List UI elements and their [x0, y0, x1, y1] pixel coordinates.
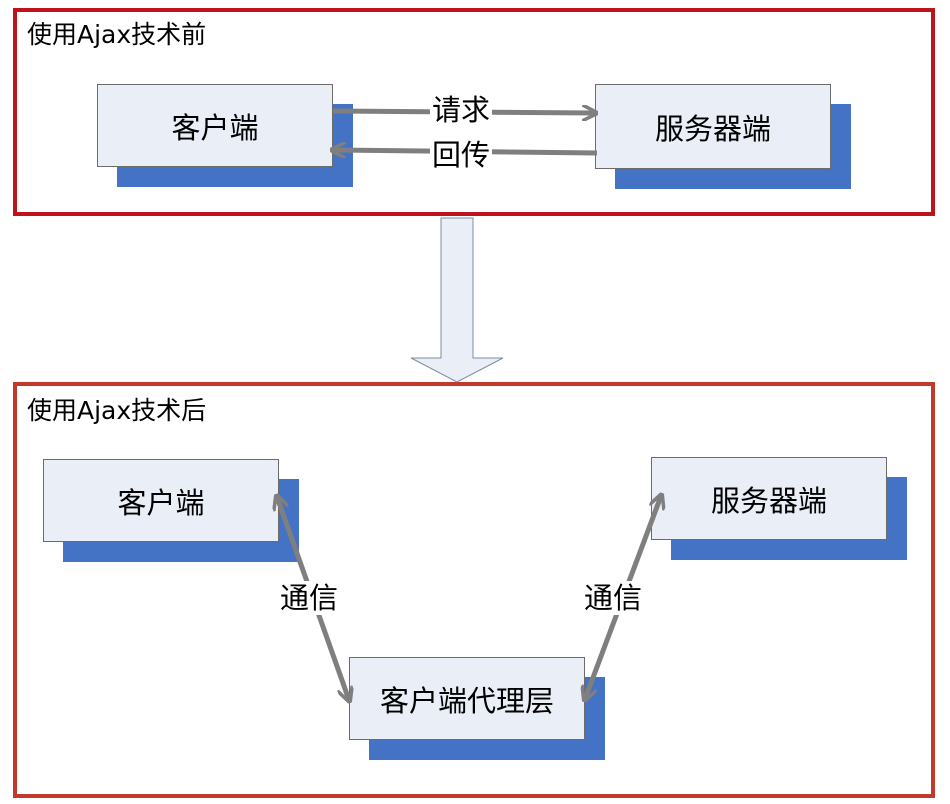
before-server-box: 服务器端 — [595, 84, 831, 169]
after-proxy-box: 客户端代理层 — [349, 657, 585, 740]
request-label: 请求 — [430, 93, 493, 127]
transition-down-arrow — [410, 217, 504, 383]
comm-left-label: 通信 — [278, 581, 341, 615]
comm-right-label: 通信 — [582, 581, 645, 615]
after-server-box: 服务器端 — [651, 457, 887, 540]
panel-before-title: 使用Ajax技术前 — [27, 20, 207, 49]
panel-after-title: 使用Ajax技术后 — [27, 396, 207, 425]
after-client-box: 客户端 — [43, 459, 279, 542]
before-client-box: 客户端 — [97, 84, 333, 167]
response-label: 回传 — [430, 138, 493, 172]
